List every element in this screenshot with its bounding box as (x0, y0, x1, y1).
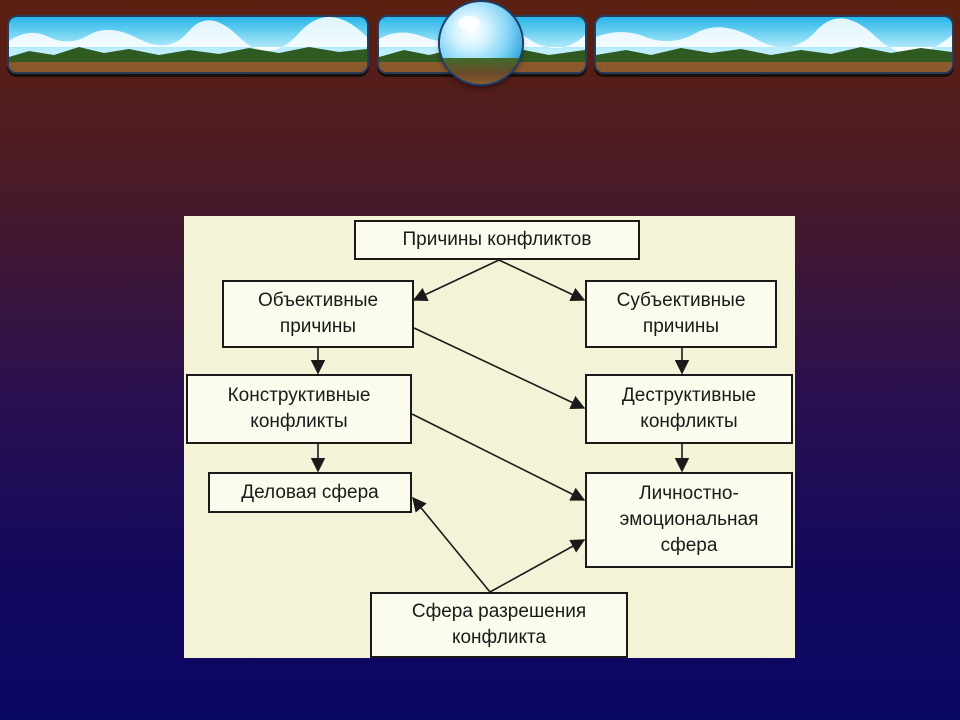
edge-constructive-to-personal (411, 413, 586, 501)
header-banner-right (594, 15, 954, 74)
edge-resolution-to-personal (489, 539, 586, 593)
node-business: Деловая сфера (208, 472, 412, 513)
node-objective: Объективные причины (222, 280, 414, 348)
node-resolution: Сфера разрешения конфликта (370, 592, 628, 658)
landscape-graphic (596, 17, 952, 72)
edge-resolution-to-business (412, 496, 491, 593)
node-subjective: Субъективные причины (585, 280, 777, 348)
edge-root-to-subjective (498, 259, 586, 301)
node-personal: Личностно- эмоциональная сфера (585, 472, 793, 568)
header-banner-left (7, 15, 369, 74)
globe-icon (440, 2, 522, 84)
edge-objective-to-destructive (413, 327, 586, 409)
edge-root-to-objective (412, 259, 500, 301)
node-root: Причины конфликтов (354, 220, 640, 260)
diagram-panel: Причины конфликтов Объективные причины С… (184, 216, 795, 658)
landscape-graphic (9, 17, 367, 72)
node-destructive: Деструктивные конфликты (585, 374, 793, 444)
diagram-edges (310, 259, 690, 593)
node-constructive: Конструктивные конфликты (186, 374, 412, 444)
